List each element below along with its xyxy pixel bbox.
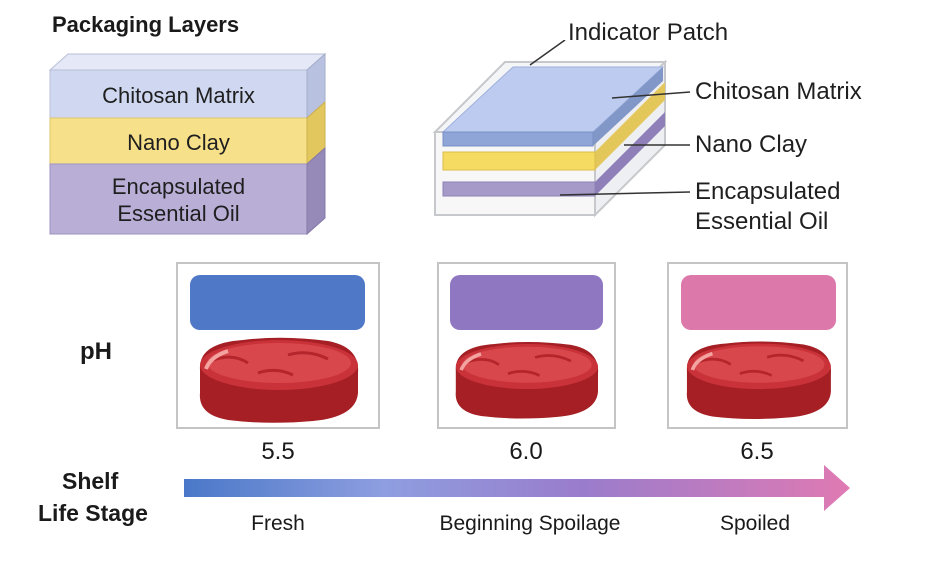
ph-value: 6.0 [509, 438, 543, 465]
layer-stack-diagram [48, 52, 327, 236]
meat-icon [455, 341, 599, 419]
color-swatch [681, 275, 836, 330]
stage-fresh: Fresh [251, 512, 305, 535]
color-swatch [450, 275, 603, 330]
stack-layer-oil-line2: Essential Oil [117, 201, 240, 226]
meat-icon [686, 341, 831, 419]
callout-chitosan-matrix: Chitosan Matrix [695, 78, 862, 105]
stack-layer-oil-line1: Encapsulated [111, 174, 246, 199]
callout-lines [529, 40, 691, 196]
stage-beginning-spoilage: Beginning Spoilage [439, 512, 621, 535]
callout-essential-oil: Essential Oil [695, 208, 829, 235]
callout-encapsulated: Encapsulated [695, 178, 841, 205]
shelf-life-title-line1: Shelf [62, 468, 119, 494]
stack-layer-nano-clay: Nano Clay [127, 130, 230, 155]
ph-value: 5.5 [261, 438, 295, 465]
shelf-life-arrow [184, 465, 850, 511]
shelf-life-title-line2: Life Stage [38, 500, 148, 526]
ph-label: pH [80, 338, 112, 365]
packaging-layers-title: Packaging Layers [52, 12, 240, 37]
ph-value: 6.5 [740, 438, 774, 465]
stage-spoiled: Spoiled [719, 512, 791, 535]
color-swatch [190, 275, 365, 330]
exploded-layers-diagram [432, 59, 668, 218]
meat-icon [199, 337, 359, 423]
callout-nano-clay: Nano Clay [695, 131, 808, 158]
callout-indicator-patch: Indicator Patch [568, 19, 729, 46]
stack-layer-chitosan: Chitosan Matrix [102, 83, 255, 108]
